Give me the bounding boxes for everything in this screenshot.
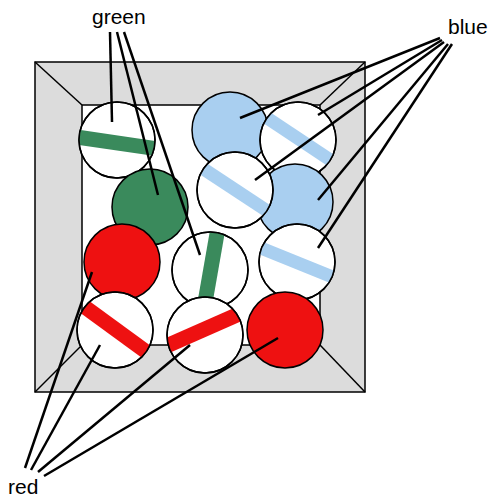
color-label: blue (448, 16, 488, 37)
tray (35, 62, 365, 392)
color-label: green (92, 6, 146, 27)
marbles (70, 92, 340, 373)
leader-lines (25, 32, 452, 476)
color-label: red (8, 476, 38, 497)
